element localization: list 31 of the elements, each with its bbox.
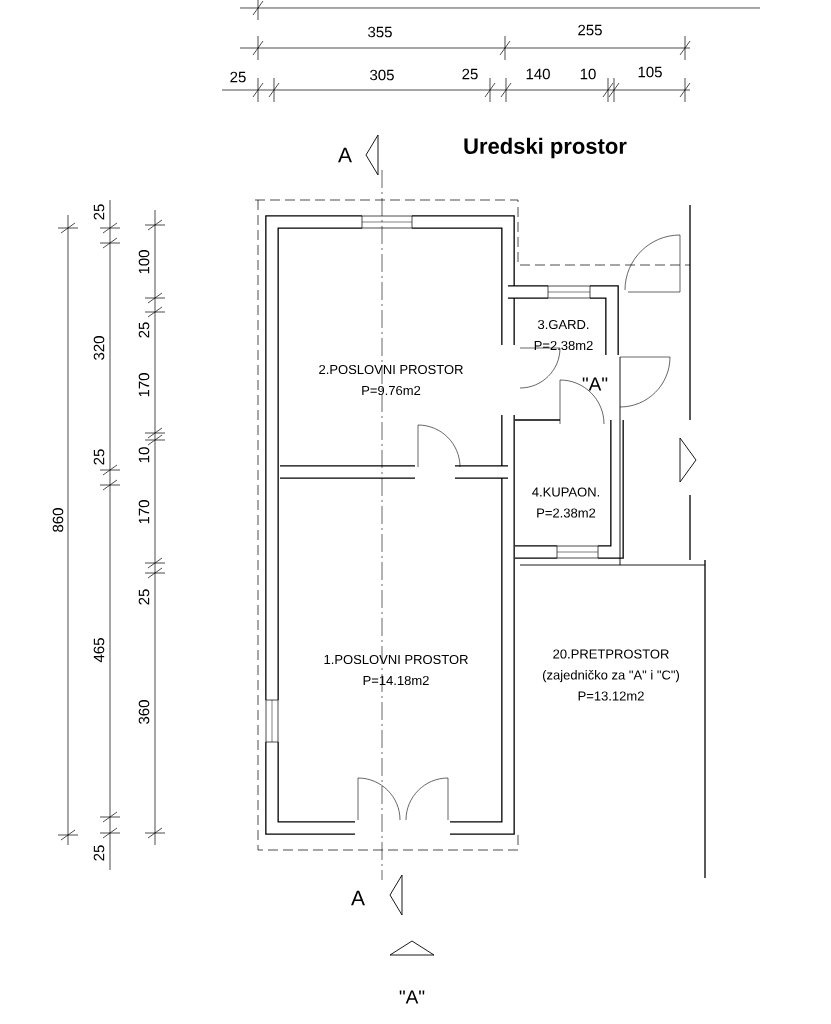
title: Uredski prostor bbox=[464, 137, 627, 159]
dimension-label: 355 bbox=[368, 26, 392, 38]
room: 1.POSLOVNI PROSTOR P=14.18m2 bbox=[324, 654, 468, 686]
section-letter: A bbox=[351, 890, 365, 906]
dimension-label: 170 bbox=[138, 373, 150, 397]
room: 3.GARD. P=2.38m2 bbox=[534, 319, 593, 351]
dimension-label: 465 bbox=[93, 638, 105, 663]
dimension-label: 860 bbox=[52, 508, 64, 532]
dimension-label: 25 bbox=[93, 204, 105, 220]
dimension-label: 25 bbox=[230, 71, 246, 83]
dimension-label: 25 bbox=[138, 589, 150, 605]
dimension-label: 10 bbox=[580, 68, 596, 80]
room: 20.PRETPROSTOR (zajedničko za "A" i "C") P=13.12m2 bbox=[542, 649, 679, 701]
dimension-label: 255 bbox=[578, 24, 602, 36]
dimension-label: 25 bbox=[138, 322, 150, 338]
dimension-label: 10 bbox=[138, 447, 150, 463]
dimension-label: 360 bbox=[138, 700, 150, 724]
room: 4.KUPAON. P=2.38m2 bbox=[532, 487, 599, 518]
dimension-label: 140 bbox=[526, 68, 550, 80]
dimension-label: 25 bbox=[93, 449, 105, 465]
dimension-label: 105 bbox=[638, 66, 662, 78]
unit-mark: "A" bbox=[582, 377, 608, 391]
dimension-label: 320 bbox=[93, 336, 105, 360]
dimension-label: 100 bbox=[138, 250, 150, 274]
room: 2.POSLOVNI PROSTOR P=9.76m2 bbox=[319, 364, 463, 396]
dimension-label: 25 bbox=[462, 68, 478, 80]
dimension-label: 305 bbox=[370, 69, 394, 81]
unit-mark: "A" bbox=[399, 990, 425, 1004]
dimension-label: 170 bbox=[138, 500, 150, 524]
dimension-label: 25 bbox=[93, 845, 105, 861]
section-letter: A bbox=[338, 147, 352, 163]
